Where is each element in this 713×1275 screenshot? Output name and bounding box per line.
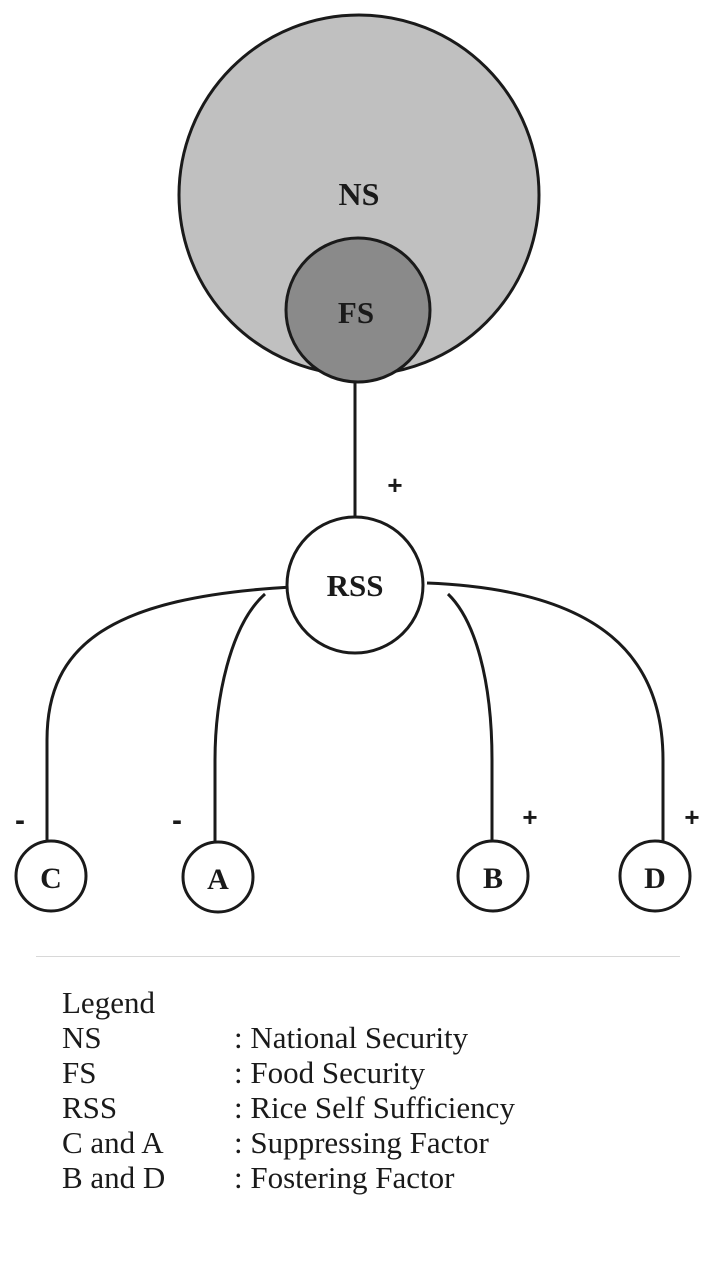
edge-fs-rss-sign: +: [387, 470, 402, 500]
legend-description: : Suppressing Factor: [234, 1125, 489, 1160]
legend: Legend NS : National Security FS : Food …: [62, 985, 515, 1195]
edge-rss-a: [213, 592, 266, 848]
legend-description: : Fostering Factor: [234, 1160, 455, 1195]
legend-term: NS: [62, 1020, 102, 1055]
d-label: D: [644, 862, 666, 895]
legend-term: B and D: [62, 1160, 166, 1195]
edge-rss-b: [446, 592, 494, 846]
edge-rss-c: [45, 585, 293, 845]
legend-divider: [36, 956, 680, 957]
legend-term: RSS: [62, 1090, 118, 1125]
legend-row-rss: RSS : Rice Self Sufficiency: [62, 1090, 515, 1125]
fs-circle: [284, 236, 432, 384]
legend-term: C and A: [62, 1125, 164, 1160]
edge-rss-a-sign: -: [172, 804, 182, 837]
legend-description: : Rice Self Sufficiency: [234, 1090, 515, 1125]
edge-rss-b-sign: +: [522, 802, 537, 832]
d-circle: [618, 839, 692, 913]
legend-row-fs: FS : Food Security: [62, 1055, 425, 1090]
a-label: A: [207, 863, 229, 896]
rss-circle: [285, 515, 425, 655]
fs-label: FS: [338, 295, 374, 330]
rss-label: RSS: [327, 568, 384, 603]
edge-rss-d: [426, 581, 665, 845]
b-label: B: [483, 862, 503, 895]
legend-description: : National Security: [234, 1020, 469, 1055]
b-circle: [456, 839, 530, 913]
c-label: C: [40, 862, 62, 895]
legend-row-c-and-a: C and A : Suppressing Factor: [62, 1125, 489, 1160]
edge-rss-c-sign: -: [15, 804, 25, 837]
edge-rss-d-sign: +: [684, 802, 699, 832]
a-circle: [181, 840, 255, 914]
legend-description: : Food Security: [234, 1055, 426, 1090]
c-circle: [14, 839, 88, 913]
legend-row-b-and-d: B and D : Fostering Factor: [62, 1160, 454, 1195]
legend-row-ns: NS : National Security: [62, 1020, 468, 1055]
legend-term: FS: [62, 1055, 97, 1090]
ns-label: NS: [339, 176, 380, 212]
legend-title: Legend: [62, 985, 155, 1020]
